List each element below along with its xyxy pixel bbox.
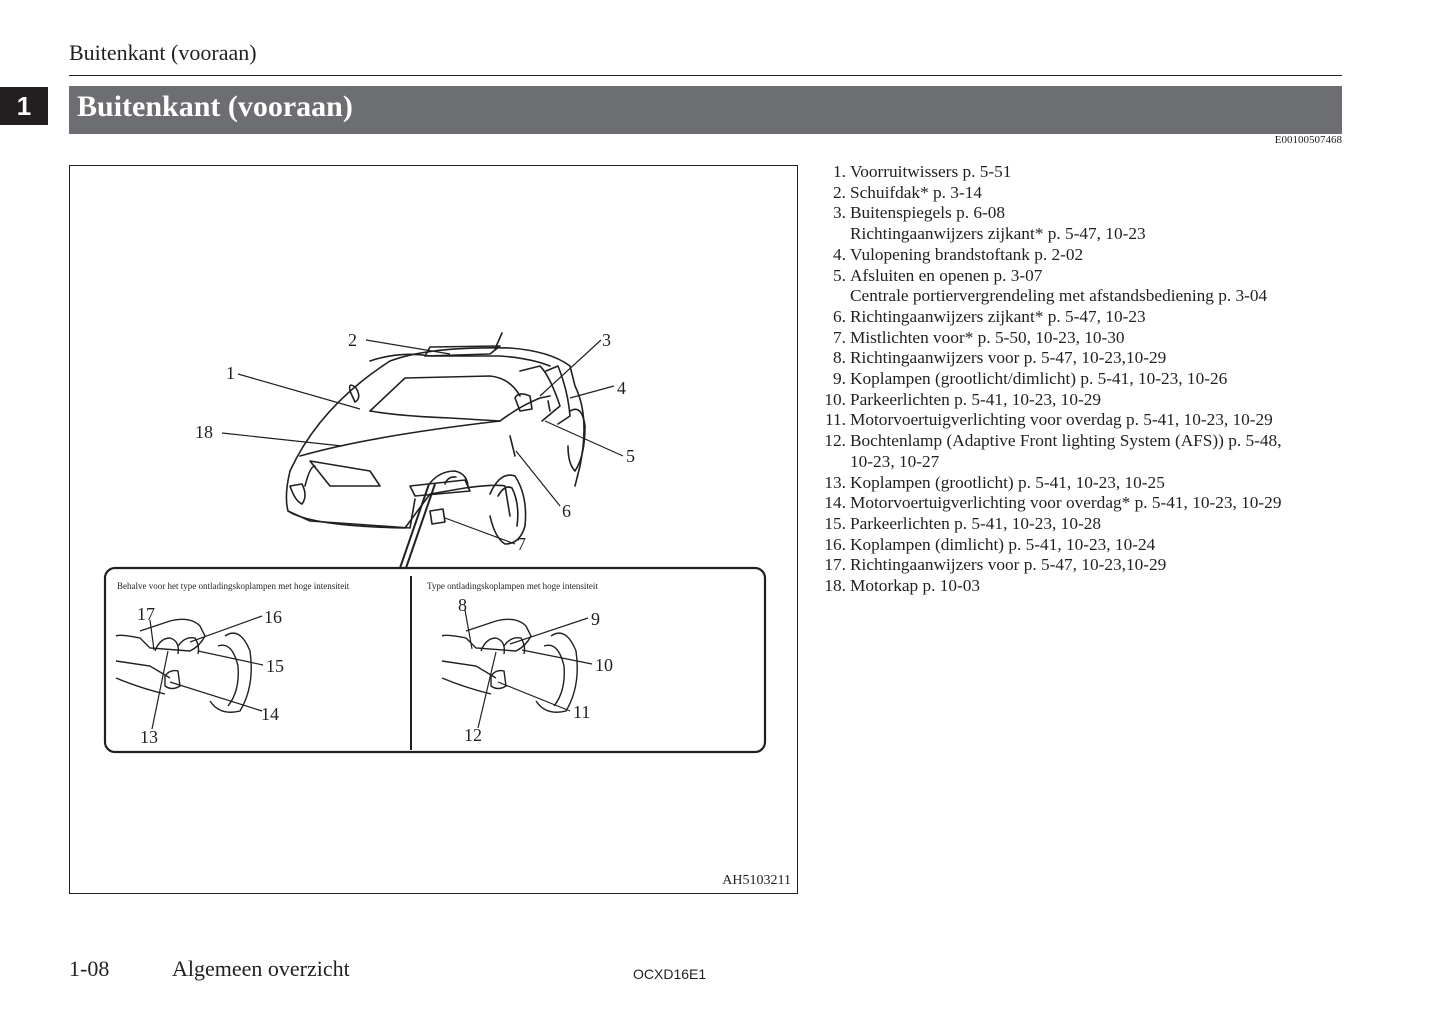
list-item: 8.Richtingaanwijzers voor p. 5-47, 10-23…: [812, 348, 1282, 369]
list-item: 12.Bochtenlamp (Adaptive Front lighting …: [812, 431, 1282, 452]
page-number: 1-08: [69, 956, 110, 981]
list-item: 1.Voorruitwissers p. 5-51: [812, 162, 1282, 183]
list-item: 5.Afsluiten en openen p. 3-07: [812, 266, 1282, 287]
section-title-bar: Buitenkant (vooraan): [69, 86, 1342, 134]
list-item-number: 7.: [833, 327, 846, 347]
list-item-text: Richtingaanwijzers voor p. 5-47, 10-23,1…: [850, 555, 1167, 575]
list-item-number: 4.: [833, 244, 846, 264]
list-item: 10.Parkeerlichten p. 5-41, 10-23, 10-29: [812, 390, 1282, 411]
list-item-text: Richtingaanwijzers voor p. 5-47, 10-23,1…: [850, 348, 1167, 368]
list-item: 4.Vulopening brandstoftank p. 2-02: [812, 245, 1282, 266]
list-item-text: 10-23, 10-27: [850, 451, 940, 471]
list-item-text: Richtingaanwijzers zijkant* p. 5-47, 10-…: [850, 306, 1146, 326]
list-item-number: 16.: [824, 534, 846, 554]
list-item: 7.Mistlichten voor* p. 5-50, 10-23, 10-3…: [812, 328, 1282, 349]
list-item-text: Parkeerlichten p. 5-41, 10-23, 10-29: [850, 389, 1101, 409]
list-item-text: Motorkap p. 10-03: [850, 576, 981, 596]
callout-18: 18: [195, 422, 213, 442]
list-item: 3.Buitenspiegels p. 6-08: [812, 203, 1282, 224]
list-item-text: Centrale portiervergrendeling met afstan…: [850, 286, 1268, 306]
figure-code: AH5103211: [722, 873, 791, 888]
callout-11: 11: [573, 702, 590, 722]
list-item-text: Koplampen (grootlicht/dimlicht) p. 5-41,…: [850, 369, 1228, 389]
list-item: 17.Richtingaanwijzers voor p. 5-47, 10-2…: [812, 555, 1282, 576]
list-item-number: 15.: [824, 513, 846, 533]
list-item-number: 17.: [824, 555, 846, 575]
list-item: 9.Koplampen (grootlicht/dimlicht) p. 5-4…: [812, 369, 1282, 390]
list-item: 14.Motorvoertuigverlichting voor overdag…: [812, 493, 1282, 514]
list-item-number: [812, 286, 846, 307]
running-title: Buitenkant (vooraan): [69, 40, 257, 65]
callout-8: 8: [458, 595, 467, 615]
callout-15: 15: [266, 656, 284, 676]
list-item: 6.Richtingaanwijzers zijkant* p. 5-47, 1…: [812, 307, 1282, 328]
list-item: 15.Parkeerlichten p. 5-41, 10-23, 10-28: [812, 514, 1282, 535]
list-item-number: 18.: [824, 576, 846, 596]
callout-14: 14: [261, 704, 279, 724]
list-item-number: [812, 452, 846, 473]
list-item-text: Mistlichten voor* p. 5-50, 10-23, 10-30: [850, 327, 1125, 347]
list-item: 16.Koplampen (dimlicht) p. 5-41, 10-23, …: [812, 535, 1282, 556]
list-item-text: Parkeerlichten p. 5-41, 10-23, 10-28: [850, 513, 1101, 533]
callout-17: 17: [137, 604, 155, 624]
list-item-text: Voorruitwissers p. 5-51: [850, 162, 1012, 181]
doc-code: E00100507468: [1274, 134, 1342, 146]
list-item: Centrale portiervergrendeling met afstan…: [812, 286, 1282, 307]
footer-section-name: Algemeen overzicht: [172, 956, 350, 981]
list-item-number: 11.: [825, 410, 846, 430]
list-item-text: Richtingaanwijzers zijkant* p. 5-47, 10-…: [850, 224, 1146, 244]
list-item-number: 12.: [824, 431, 846, 451]
callout-10: 10: [595, 655, 613, 675]
list-item-text: Vulopening brandstoftank p. 2-02: [850, 244, 1084, 264]
list-item-number: 13.: [824, 472, 846, 492]
list-item-number: 10.: [824, 389, 846, 409]
inset-right-caption: Type ontladingskoplampen met hoge intens…: [427, 581, 598, 591]
car-front-figure: Behalve voor het type ontladingskoplampe…: [69, 165, 798, 894]
list-item-text: Buitenspiegels p. 6-08: [850, 203, 1006, 223]
list-item-number: 3.: [833, 203, 846, 223]
list-item-number: 5.: [833, 265, 846, 285]
list-item: Richtingaanwijzers zijkant* p. 5-47, 10-…: [812, 224, 1282, 245]
header-rule: [69, 75, 1342, 76]
list-item-number: 8.: [833, 348, 846, 368]
list-item-text: Motorvoertuigverlichting voor overdag* p…: [850, 493, 1282, 513]
callout-4: 4: [617, 378, 626, 398]
print-code: OCXD16E1: [633, 966, 707, 982]
list-item-text: Afsluiten en openen p. 3-07: [850, 265, 1043, 285]
list-item: 2.Schuifdak* p. 3-14: [812, 183, 1282, 204]
callout-6: 6: [562, 501, 571, 521]
list-item-text: Motorvoertuigverlichting voor overdag p.…: [850, 410, 1273, 430]
list-item: 18.Motorkap p. 10-03: [812, 576, 1282, 597]
list-item-number: 1.: [833, 162, 846, 181]
list-item-number: 9.: [833, 369, 846, 389]
callout-3: 3: [602, 330, 611, 350]
callout-9: 9: [591, 609, 600, 629]
list-item: 11.Motorvoertuigverlichting voor overdag…: [812, 410, 1282, 431]
chapter-tab: 1: [0, 87, 48, 125]
list-item-number: 14.: [824, 493, 846, 513]
callout-16: 16: [264, 607, 282, 627]
callout-12: 12: [464, 725, 482, 745]
list-item: 13.Koplampen (grootlicht) p. 5-41, 10-23…: [812, 473, 1282, 494]
inset-left-caption: Behalve voor het type ontladingskoplampe…: [117, 581, 350, 591]
callout-7: 7: [517, 534, 526, 554]
list-item-text: Koplampen (grootlicht) p. 5-41, 10-23, 1…: [850, 472, 1165, 492]
list-item-text: Koplampen (dimlicht) p. 5-41, 10-23, 10-…: [850, 534, 1156, 554]
list-item: 10-23, 10-27: [812, 452, 1282, 473]
list-item-text: Bochtenlamp (Adaptive Front lighting Sys…: [850, 431, 1282, 451]
section-title: Buitenkant (vooraan): [77, 90, 353, 123]
callout-5: 5: [626, 446, 635, 466]
list-item-number: 2.: [833, 182, 846, 202]
callout-13: 13: [140, 727, 158, 747]
list-item-text: Schuifdak* p. 3-14: [850, 182, 982, 202]
callout-1: 1: [226, 363, 235, 383]
callout-2: 2: [348, 330, 357, 350]
car-illustration: Behalve voor het type ontladingskoplampe…: [103, 330, 767, 754]
list-item-number: [812, 224, 846, 245]
list-item-number: 6.: [833, 306, 846, 326]
